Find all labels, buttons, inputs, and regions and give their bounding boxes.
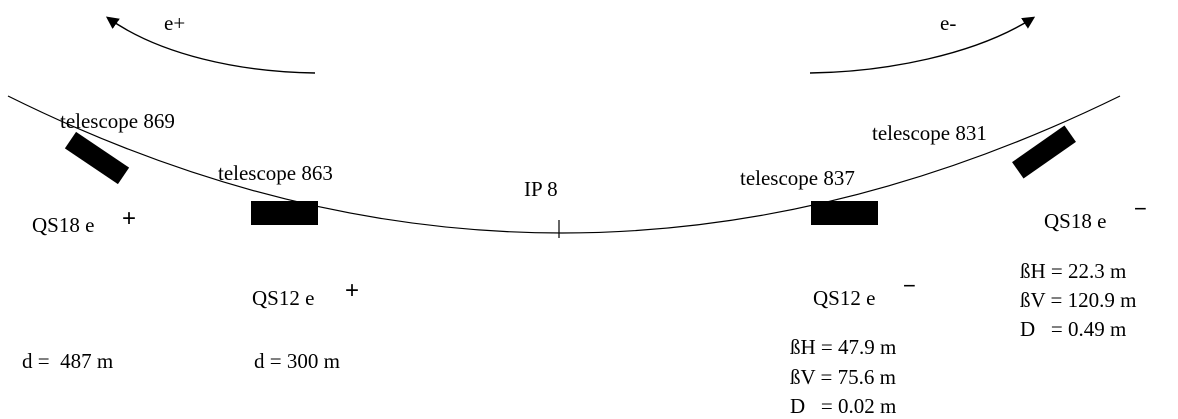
qs12-distance: d = 300 m bbox=[254, 349, 340, 373]
telescope-831-label: telescope 831 bbox=[872, 121, 987, 145]
qs12-electron-sign: − bbox=[903, 273, 916, 298]
positron-direction-arrow bbox=[105, 16, 316, 74]
qs18-distance: d = 487 m bbox=[22, 349, 113, 373]
qs12-positron-sign: + bbox=[345, 277, 359, 304]
beam-line-arc bbox=[7, 95, 1121, 234]
electron-direction-arrow bbox=[809, 16, 1036, 74]
telescope-869-block bbox=[64, 131, 130, 185]
telescope-831-block bbox=[1012, 125, 1076, 179]
qs18-electron-sign: − bbox=[1134, 196, 1147, 221]
qs18-electron-label: QS18 e bbox=[1044, 209, 1106, 233]
qs18-beta-v: ßV = 120.9 m bbox=[1020, 288, 1136, 312]
qs12-positron-label: QS12 e bbox=[252, 286, 314, 310]
qs12-dispersion: D = 0.02 m bbox=[790, 394, 896, 418]
telescope-863-label: telescope 863 bbox=[218, 161, 333, 185]
qs18-positron-label: QS18 e bbox=[32, 213, 94, 237]
electron-beam-label: e- bbox=[940, 11, 956, 35]
telescope-863-block bbox=[251, 201, 318, 225]
telescope-837-label: telescope 837 bbox=[740, 166, 855, 190]
ip-label: IP 8 bbox=[524, 177, 558, 201]
qs12-beta-v: ßV = 75.6 m bbox=[790, 365, 896, 389]
telescope-869-label: telescope 869 bbox=[60, 109, 175, 133]
qs18-positron-sign: + bbox=[122, 205, 136, 232]
telescope-837-block bbox=[811, 201, 878, 225]
qs12-electron-label: QS12 e bbox=[813, 286, 875, 310]
positron-beam-label: e+ bbox=[164, 11, 185, 35]
qs18-beta-h: ßH = 22.3 m bbox=[1020, 259, 1126, 283]
qs18-dispersion: D = 0.49 m bbox=[1020, 317, 1126, 341]
qs12-beta-h: ßH = 47.9 m bbox=[790, 335, 896, 359]
